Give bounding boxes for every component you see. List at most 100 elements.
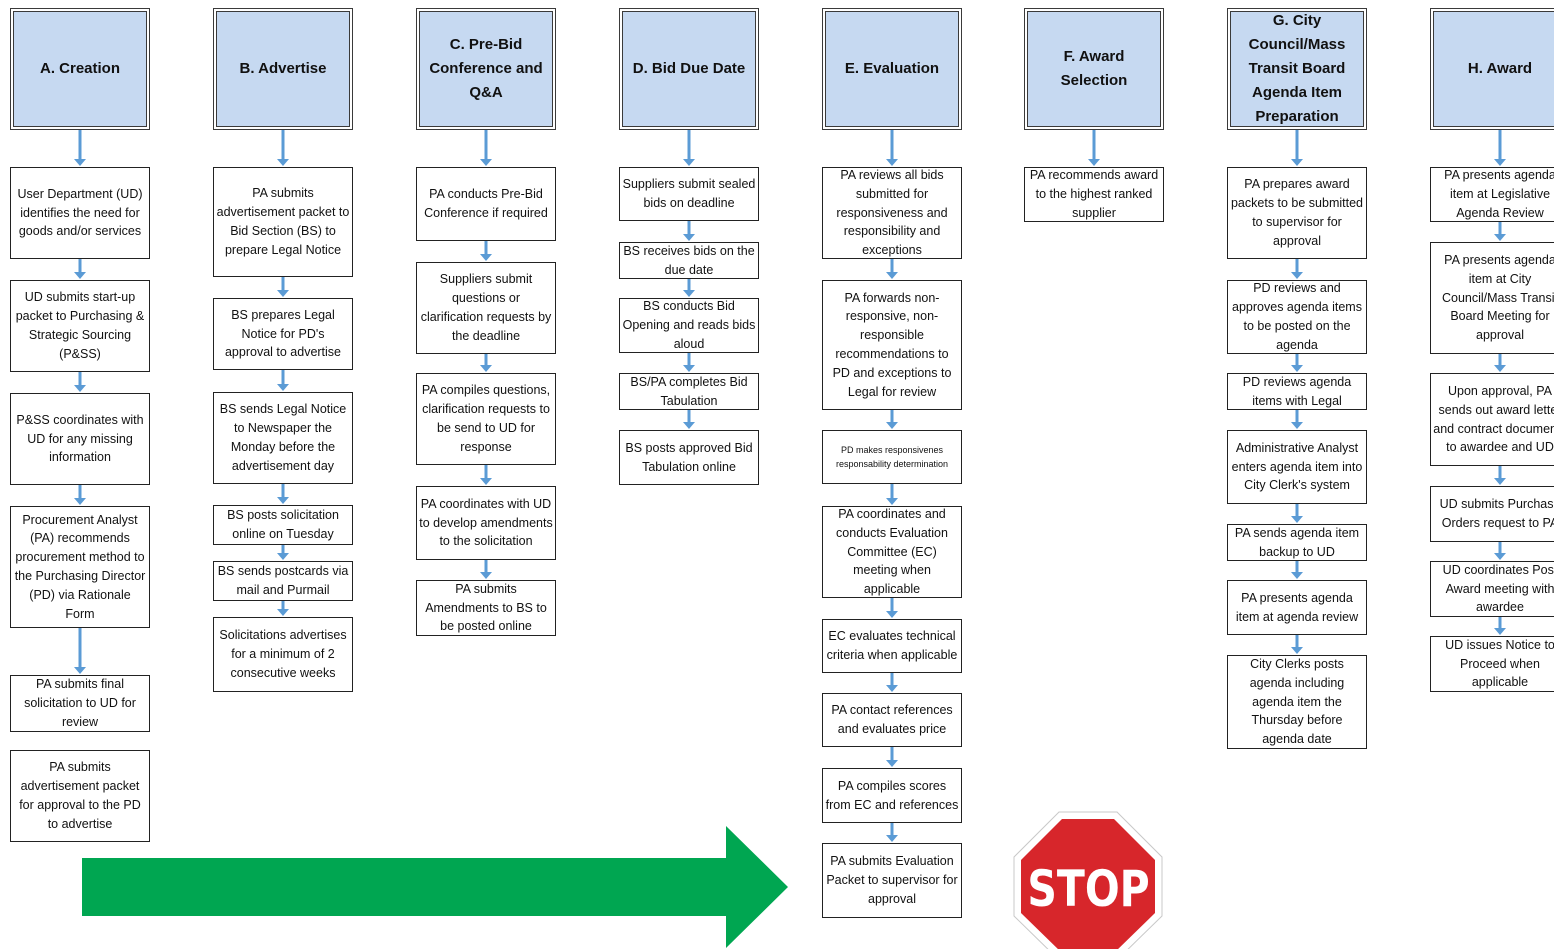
connector-arrowhead <box>1494 553 1506 560</box>
connector-arrowhead <box>74 667 86 674</box>
connector-arrowhead <box>683 234 695 241</box>
connector-arrowhead <box>683 159 695 166</box>
connector-arrowhead <box>277 609 289 616</box>
step-box: P&SS coordinates with UD for any missing… <box>10 393 150 485</box>
column-header-d-bid-due-date: D. Bid Due Date <box>619 8 759 130</box>
connector-arrowhead <box>886 835 898 842</box>
step-box: PA contact references and evaluates pric… <box>822 693 962 747</box>
column-header-c-pre-bid-conference-and-q-a: C. Pre-Bid Conference and Q&A <box>416 8 556 130</box>
connector-arrowhead <box>683 365 695 372</box>
connector-arrowhead <box>886 760 898 767</box>
connector-arrowhead <box>74 159 86 166</box>
connector-arrowhead <box>277 290 289 297</box>
step-box: PA coordinates with UD to develop amendm… <box>416 486 556 560</box>
connector-arrowhead <box>277 159 289 166</box>
step-box: City Clerks posts agenda including agend… <box>1227 655 1367 749</box>
stop-sign-icon <box>1013 811 1163 949</box>
step-box: UD submits Purchase Orders request to PA <box>1430 486 1554 542</box>
connector-arrowhead <box>1494 234 1506 241</box>
step-box: PD reviews and approves agenda items to … <box>1227 280 1367 354</box>
step-box: PA submits advertisement packet for appr… <box>10 750 150 842</box>
step-box: PA recommends award to the highest ranke… <box>1024 167 1164 222</box>
connector-arrowhead <box>480 478 492 485</box>
step-box: BS posts solicitation online on Tuesday <box>213 505 353 545</box>
connector-arrowhead <box>683 422 695 429</box>
step-box: Administrative Analyst enters agenda ite… <box>1227 430 1367 504</box>
step-box: PA submits advertisement packet to Bid S… <box>213 167 353 277</box>
step-box: PA reviews all bids submitted for respon… <box>822 167 962 259</box>
connector-arrowhead <box>1494 478 1506 485</box>
connector-arrowhead <box>1494 159 1506 166</box>
step-box: BS prepares Legal Notice for PD's approv… <box>213 298 353 370</box>
step-box: PA submits final solicitation to UD for … <box>10 675 150 732</box>
step-box: PA forwards non-responsive, non-responsi… <box>822 280 962 410</box>
connector-arrowhead <box>480 572 492 579</box>
connector-arrowhead <box>277 497 289 504</box>
connector-arrowhead <box>1291 159 1303 166</box>
connector-arrowhead <box>1291 422 1303 429</box>
stop-sign-label: STOP <box>1027 860 1150 918</box>
column-header-f-award-selection: F. Award Selection <box>1024 8 1164 130</box>
column-header-h-award: H. Award <box>1430 8 1554 130</box>
connector-arrowhead <box>886 272 898 279</box>
step-box: BS receives bids on the due date <box>619 242 759 279</box>
connector-arrowhead <box>277 384 289 391</box>
column-header-e-evaluation: E. Evaluation <box>822 8 962 130</box>
step-box: EC evaluates technical criteria when app… <box>822 619 962 673</box>
step-box: PA submits Amendments to BS to be posted… <box>416 580 556 636</box>
step-box: Solicitations advertises for a minimum o… <box>213 617 353 692</box>
connector-arrowhead <box>886 159 898 166</box>
connector-arrowhead <box>1494 628 1506 635</box>
connector-arrowhead <box>683 290 695 297</box>
step-box: BS sends postcards via mail and Purmail <box>213 561 353 601</box>
step-box: UD issues Notice to Proceed when applica… <box>1430 636 1554 692</box>
step-box: BS posts approved Bid Tabulation online <box>619 430 759 485</box>
connector-arrowhead <box>886 422 898 429</box>
step-box: Suppliers submit questions or clarificat… <box>416 262 556 354</box>
step-box: PA prepares award packets to be submitte… <box>1227 167 1367 259</box>
step-box: PA conducts Pre-Bid Conference if requir… <box>416 167 556 241</box>
connector-arrowhead <box>277 553 289 560</box>
column-header-g-city-council-mass-transit-board-agenda: G. City Council/Mass Transit Board Agend… <box>1227 8 1367 130</box>
step-box: BS/PA completes Bid Tabulation <box>619 373 759 410</box>
column-header-b-advertise: B. Advertise <box>213 8 353 130</box>
connector-arrowhead <box>886 611 898 618</box>
connector-layer <box>74 130 1506 842</box>
step-box: PA coordinates and conducts Evaluation C… <box>822 506 962 598</box>
connector-arrowhead <box>480 159 492 166</box>
progress-arrow <box>82 826 788 948</box>
connector-arrowhead <box>1291 516 1303 523</box>
step-box: UD submits start-up packet to Purchasing… <box>10 280 150 372</box>
step-box: PA sends agenda item backup to UD <box>1227 524 1367 561</box>
step-box: PA submits Evaluation Packet to supervis… <box>822 843 962 918</box>
connector-arrowhead <box>1291 572 1303 579</box>
step-box: BS sends Legal Notice to Newspaper the M… <box>213 392 353 484</box>
step-box: PA compiles questions, clarification req… <box>416 373 556 465</box>
step-box: PD makes responsivenes responsability de… <box>822 430 962 484</box>
connector-arrowhead <box>1291 365 1303 372</box>
connector-arrowhead <box>886 498 898 505</box>
connector-arrowhead <box>1291 647 1303 654</box>
step-box: PA presents agenda item at agenda review <box>1227 580 1367 635</box>
step-box: PA presents agenda item at Legislative A… <box>1430 167 1554 222</box>
connector-arrowhead <box>480 365 492 372</box>
step-box: UD coordinates Post Award meeting with a… <box>1430 561 1554 617</box>
connector-arrowhead <box>1088 159 1100 166</box>
connector-arrowhead <box>1494 365 1506 372</box>
step-box: PA compiles scores from EC and reference… <box>822 768 962 823</box>
step-box: Upon approval, PA sends out award letter… <box>1430 373 1554 466</box>
connector-arrowhead <box>1291 272 1303 279</box>
step-box: Procurement Analyst (PA) recommends proc… <box>10 506 150 628</box>
connector-arrowhead <box>74 272 86 279</box>
connector-arrowhead <box>74 385 86 392</box>
connector-arrowhead <box>886 685 898 692</box>
step-box: BS conducts Bid Opening and reads bids a… <box>619 298 759 353</box>
connector-arrowhead <box>74 498 86 505</box>
step-box: User Department (UD) identifies the need… <box>10 167 150 259</box>
column-header-a-creation: A. Creation <box>10 8 150 130</box>
step-box: Suppliers submit sealed bids on deadline <box>619 167 759 221</box>
step-box: PD reviews agenda items with Legal <box>1227 373 1367 410</box>
connector-arrowhead <box>480 254 492 261</box>
step-box: PA presents agenda item at City Council/… <box>1430 242 1554 354</box>
